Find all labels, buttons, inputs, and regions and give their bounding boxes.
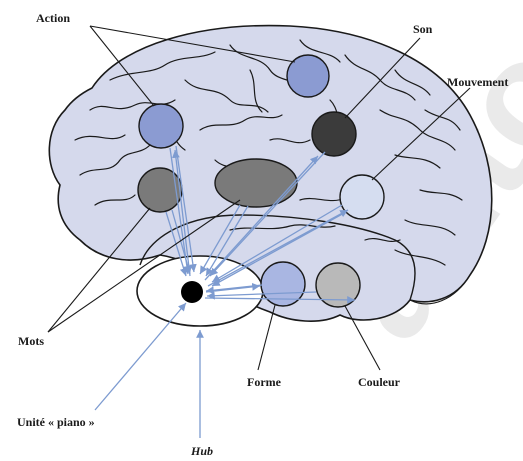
label-son: Son	[413, 22, 433, 36]
piano-unit-dot	[181, 281, 203, 303]
arrow-unite-piano-pointer	[95, 303, 186, 410]
label-hub: Hub	[190, 444, 213, 458]
mouvement-node	[340, 175, 384, 219]
son-node	[312, 112, 356, 156]
action-node	[139, 104, 183, 148]
label-couleur: Couleur	[358, 375, 401, 389]
central-hub-region	[215, 159, 297, 207]
leader-forme	[258, 305, 275, 370]
label-unite-piano: Unité « piano »	[17, 415, 95, 429]
label-action: Action	[36, 11, 70, 25]
label-forme: Forme	[247, 375, 282, 389]
label-mouvement: Mouvement	[447, 75, 508, 89]
label-mots: Mots	[18, 334, 44, 348]
